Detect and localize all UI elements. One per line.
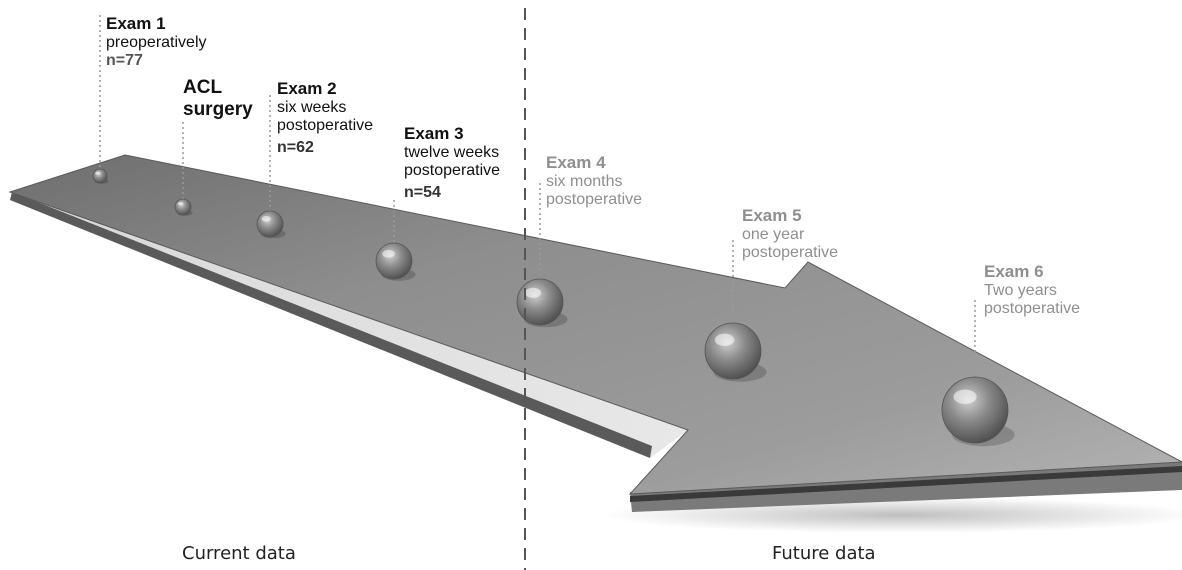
acl-surgery-bubble-highlight <box>177 202 184 206</box>
exam-2-timing-1: six weeks <box>277 98 347 116</box>
exam-3-count: n=54 <box>404 184 441 202</box>
exam-6-timing-2: postoperative <box>984 299 1081 317</box>
exam-5-timing-2: postoperative <box>742 243 839 261</box>
exam-6-title: Exam 6 <box>984 262 1044 281</box>
exam-2-label: Exam 2 six weeks postoperative n=62 <box>277 79 373 158</box>
exam-1-count: n=77 <box>106 51 143 69</box>
exam-1-label: Exam 1 preoperatively n=77 <box>106 14 207 70</box>
exam-6-label: Exam 6 Two years postoperative <box>984 262 1080 318</box>
future-data-label: Future data <box>772 543 876 564</box>
exam-2-title: Exam 2 <box>277 79 337 98</box>
exam-5-timing-1: one year <box>742 225 805 243</box>
exam-6-timing-1: Two years <box>984 281 1057 299</box>
exam-6-bubble-highlight <box>953 389 977 405</box>
exam-5-bubble-highlight <box>714 333 735 346</box>
exam-3-bubble <box>375 242 413 280</box>
exam-3-timing-2: postoperative <box>404 161 501 179</box>
exam-4-label: Exam 4 six months postoperative <box>546 153 642 209</box>
arrow-top-face <box>8 154 1182 495</box>
exam-3-label: Exam 3 twelve weeks postoperative n=54 <box>404 124 500 203</box>
exam-4-bubble <box>516 278 564 326</box>
acl-surgery-bubble <box>174 198 192 216</box>
exam-2-bubble-highlight <box>261 215 271 222</box>
exam-4-title: Exam 4 <box>546 153 606 172</box>
exam-5-label: Exam 5 one year postoperative <box>742 206 838 262</box>
exam-4-bubble-highlight <box>525 287 542 298</box>
current-data-label: Current data <box>182 543 296 564</box>
arrowhead-edge-dark <box>630 466 1182 502</box>
exam-3-title: Exam 3 <box>404 124 464 143</box>
exam-5-title: Exam 5 <box>742 206 802 225</box>
exam-1-timing: preoperatively <box>106 33 207 51</box>
acl-surgery-line-2: surgery <box>183 99 253 121</box>
exam-3-timing-1: twelve weeks <box>404 143 500 161</box>
exam-6-bubble <box>941 376 1009 444</box>
exam-4-timing-1: six months <box>546 172 623 190</box>
acl-surgery-line-1: ACL <box>183 77 223 98</box>
exam-1-bubble <box>92 168 108 184</box>
arrow-edge-dark <box>10 192 652 458</box>
exam-1-bubble-highlight <box>95 171 101 175</box>
exam-2-bubble <box>256 210 284 238</box>
exam-5-bubble <box>704 322 762 380</box>
exam-3-bubble-highlight <box>382 249 395 258</box>
exam-1-title: Exam 1 <box>106 14 166 33</box>
exam-4-timing-2: postoperative <box>546 190 643 208</box>
exam-2-timing-2: postoperative <box>277 116 374 134</box>
exam-2-count: n=62 <box>277 139 314 157</box>
acl-surgery-label: ACL surgery <box>183 77 253 122</box>
